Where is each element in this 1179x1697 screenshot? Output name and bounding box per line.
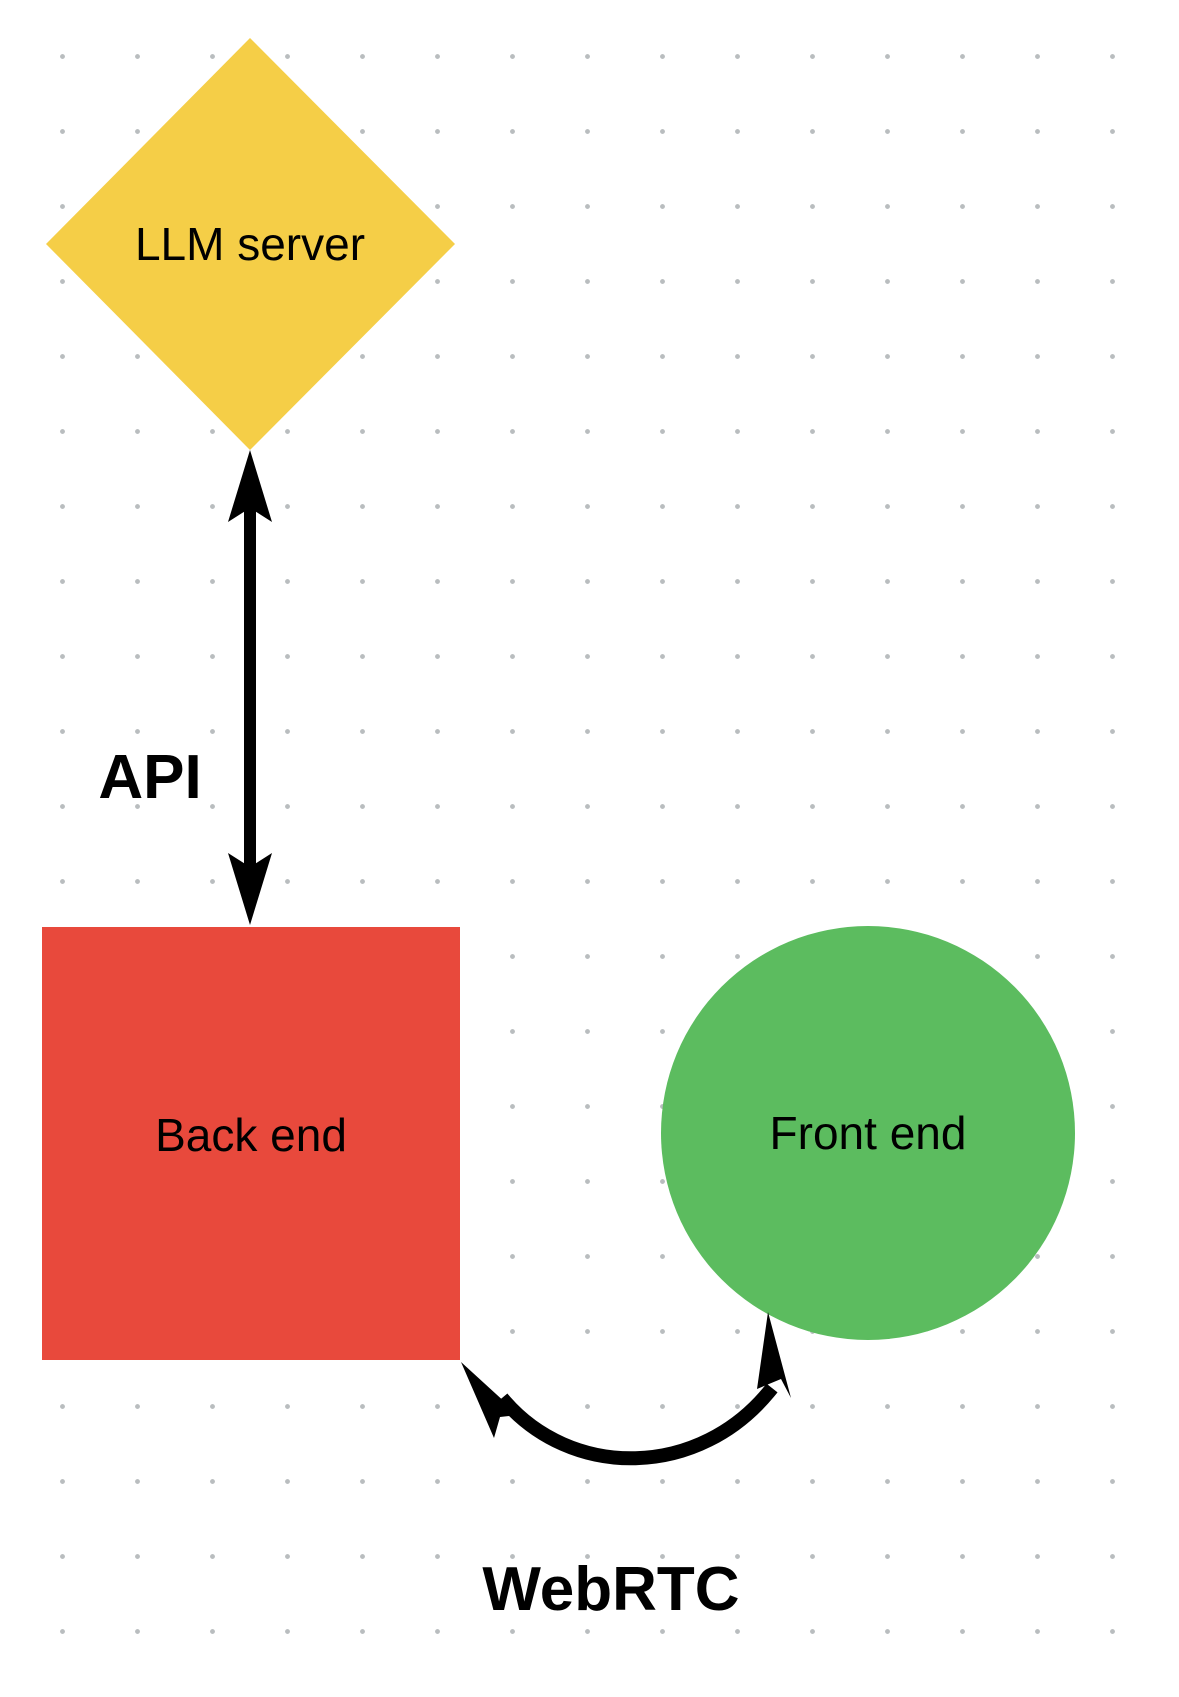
arrowhead-up-icon: [228, 450, 272, 522]
node-front-end-shape[interactable]: [661, 926, 1075, 1340]
node-back-end-shape[interactable]: [42, 927, 460, 1360]
edge-api-arrow[interactable]: [228, 450, 272, 925]
arrowhead-down-icon: [228, 853, 272, 925]
edge-webrtc-arrow[interactable]: [461, 1312, 791, 1466]
edge-api-label[interactable]: API: [98, 743, 202, 812]
arrowhead-left-icon: [461, 1362, 519, 1438]
arrowhead-right-icon: [757, 1312, 791, 1398]
edge-webrtc-label[interactable]: WebRTC: [482, 1555, 740, 1624]
node-llm-server-shape[interactable]: [46, 38, 455, 450]
